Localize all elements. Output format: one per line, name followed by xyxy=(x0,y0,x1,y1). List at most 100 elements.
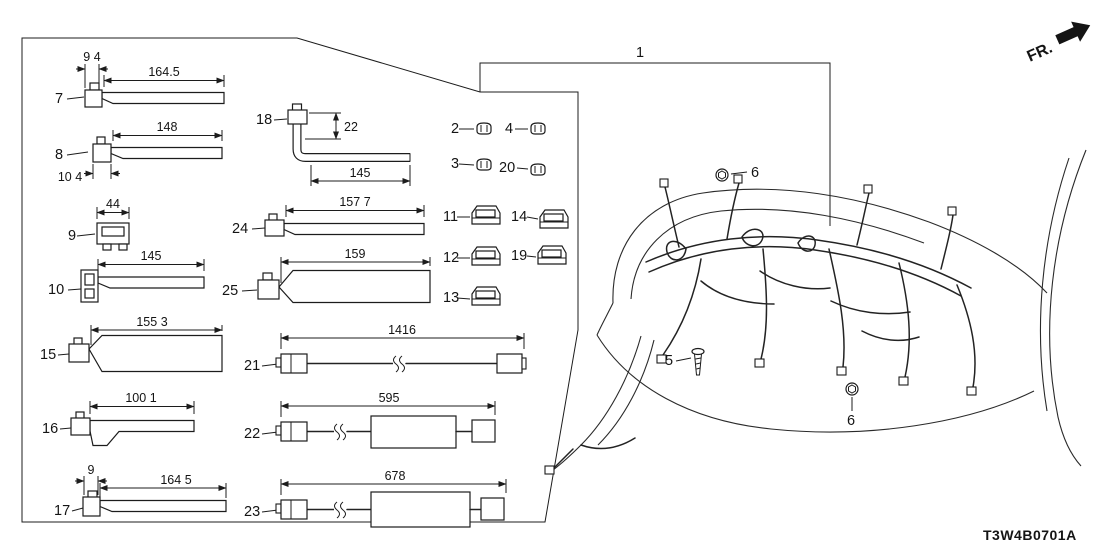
leader-line xyxy=(66,151,89,156)
item-8: 8 148 10 4 xyxy=(55,120,223,184)
item-19: 19 xyxy=(511,245,567,265)
harness-trunk xyxy=(648,245,962,297)
harness-branch xyxy=(861,330,920,342)
item-8-dim-offset: 10 4 xyxy=(58,170,82,184)
item-2: 2 xyxy=(451,121,492,137)
item-7: 7 164.5 9 4 xyxy=(55,50,225,108)
harness-body xyxy=(89,419,195,447)
leader-line xyxy=(261,431,279,435)
item-18-dim-length: 145 xyxy=(350,166,371,180)
connector-tab xyxy=(275,357,282,368)
callout-6-upper: 6 xyxy=(715,165,759,182)
fr-indicator: FR. xyxy=(1025,21,1091,66)
harness-branch xyxy=(700,280,775,305)
item-21-dim-length: 1416 xyxy=(388,323,416,337)
connector-nub xyxy=(966,386,977,396)
clip-icon xyxy=(530,163,546,176)
item-16-label[interactable]: 16 xyxy=(42,421,58,437)
bolt-icon xyxy=(715,168,729,182)
item-19-label[interactable]: 19 xyxy=(511,248,527,264)
item-22-dim-length: 595 xyxy=(379,391,400,405)
harness-branch xyxy=(726,182,740,240)
leader-line xyxy=(251,227,266,230)
item-21-label[interactable]: 21 xyxy=(244,358,260,374)
connector-tab xyxy=(275,503,282,514)
dash-outline xyxy=(1049,149,1087,467)
item-18-label[interactable]: 18 xyxy=(256,112,272,128)
item-13-label[interactable]: 13 xyxy=(443,290,459,306)
harness-ribbon xyxy=(293,123,410,161)
leader-line xyxy=(59,427,72,430)
harness-branch xyxy=(940,214,954,270)
connector-body xyxy=(280,421,308,442)
harness-branch xyxy=(828,248,845,368)
item-8-label[interactable]: 8 xyxy=(55,147,63,163)
item-10-label[interactable]: 10 xyxy=(48,282,64,298)
callout-5-label[interactable]: 5 xyxy=(665,353,673,369)
leader-line xyxy=(516,167,529,170)
item-25: 25 159 xyxy=(222,247,431,304)
item-23-label[interactable]: 23 xyxy=(244,504,260,520)
leader-line xyxy=(526,255,537,258)
connector-tab xyxy=(275,425,282,436)
leader-line xyxy=(526,216,539,220)
item-23-dim-length: 678 xyxy=(385,469,406,483)
leader-line xyxy=(57,353,70,356)
connector-body xyxy=(471,419,496,443)
connector-clip xyxy=(262,272,273,281)
item-14-label[interactable]: 14 xyxy=(511,209,527,225)
cable-break-mask xyxy=(334,423,346,440)
item-24-dim-length: 157 7 xyxy=(339,195,370,209)
item-22-label[interactable]: 22 xyxy=(244,426,260,442)
dash-outline xyxy=(612,188,1048,304)
connector-foot xyxy=(118,243,128,251)
connector-nub xyxy=(544,465,555,475)
item-24-label[interactable]: 24 xyxy=(232,221,248,237)
callout-1: 1 xyxy=(479,45,831,226)
item-7-label[interactable]: 7 xyxy=(55,91,63,107)
clip-icon xyxy=(476,122,492,135)
item-18-dim-drop: 22 xyxy=(344,120,358,134)
harness-branch xyxy=(580,437,636,450)
connector-nub xyxy=(898,376,909,386)
fr-arrow-icon xyxy=(1055,21,1091,45)
inline-unit xyxy=(370,491,471,528)
item-11-label[interactable]: 11 xyxy=(443,209,458,225)
item-15-label[interactable]: 15 xyxy=(40,347,56,363)
item-20-label[interactable]: 20 xyxy=(499,160,515,176)
item-12-label[interactable]: 12 xyxy=(443,250,459,266)
item-9-label[interactable]: 9 xyxy=(68,228,76,244)
connector-icon xyxy=(537,245,567,265)
item-3-label[interactable]: 3 xyxy=(451,156,459,172)
leader-line xyxy=(675,357,692,362)
harness-branch xyxy=(552,448,574,470)
callout-6-lower-label[interactable]: 6 xyxy=(847,413,855,429)
dash-outline xyxy=(1039,157,1070,412)
dash-outline xyxy=(597,339,655,446)
callout-1-label[interactable]: 1 xyxy=(636,45,644,61)
callout-6-upper-label[interactable]: 6 xyxy=(751,165,759,181)
item-10-dim-length: 145 xyxy=(141,249,162,263)
connector-clip xyxy=(89,82,100,91)
part-code: T3W4B0701A xyxy=(983,527,1077,543)
item-4: 4 xyxy=(505,121,546,137)
item-17-label[interactable]: 17 xyxy=(54,503,70,519)
callout-5: 5 xyxy=(665,347,705,376)
screw-icon xyxy=(691,347,705,376)
harness-branch xyxy=(759,270,831,290)
item-7-dim-length: 164.5 xyxy=(148,65,179,79)
item-2-label[interactable]: 2 xyxy=(451,121,459,137)
connector-icon xyxy=(471,246,501,266)
harness-body xyxy=(88,334,223,373)
item-9: 9 44 xyxy=(68,197,130,251)
cable-break-mask xyxy=(393,355,405,372)
leader-line xyxy=(66,96,85,100)
dash-outline xyxy=(552,335,642,471)
connector-nub xyxy=(733,174,743,184)
harness-branch xyxy=(956,284,976,388)
item-16: 16 100 1 xyxy=(42,391,195,447)
fr-label: FR. xyxy=(1025,40,1055,66)
item-4-label[interactable]: 4 xyxy=(505,121,513,137)
connector-body xyxy=(264,219,285,237)
item-25-label[interactable]: 25 xyxy=(222,283,238,299)
